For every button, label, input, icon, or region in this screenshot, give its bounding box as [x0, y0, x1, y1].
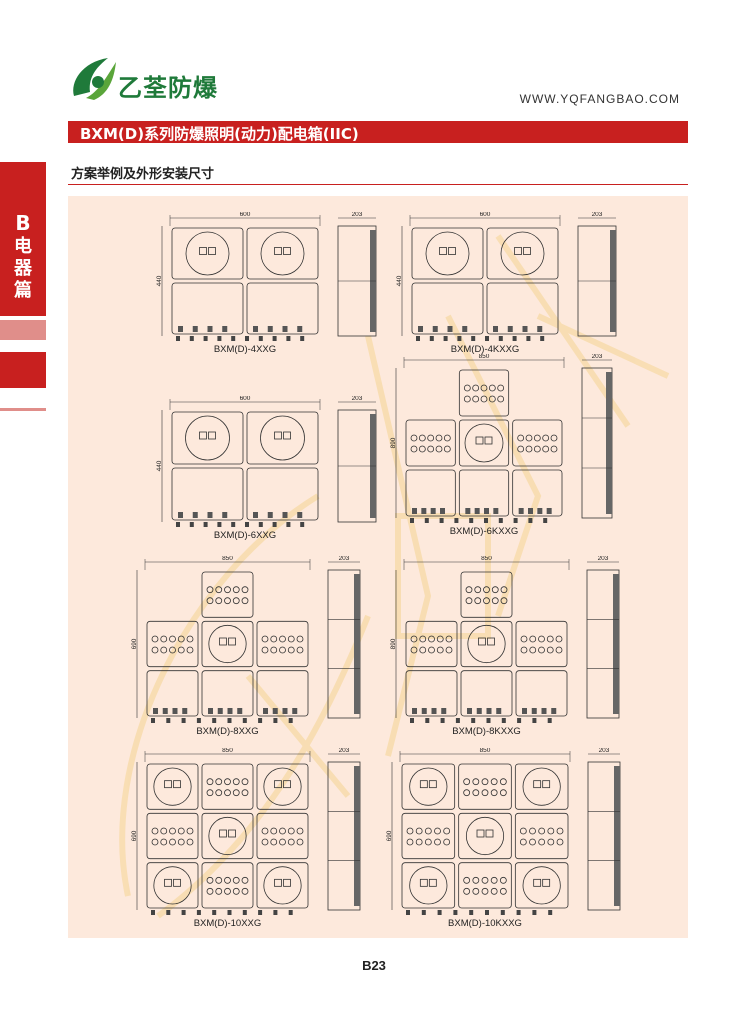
drawing-caption: BXM(D)-4XXG	[213, 344, 277, 355]
side-view	[327, 761, 361, 911]
front-view	[171, 227, 319, 341]
width-dimension: 850	[481, 556, 492, 562]
enclosure-drawing: 850 690 203	[386, 748, 621, 915]
enclosure-drawing: 600 440 203	[156, 212, 377, 341]
drawing-caption: BXM(D)-8KXXG	[452, 726, 521, 737]
height-dimension: 690	[386, 830, 393, 841]
side-view	[581, 367, 613, 519]
side-tab-lower	[0, 352, 46, 388]
width-dimension: 850	[480, 748, 491, 754]
front-view	[401, 763, 569, 915]
width-dimension: 600	[480, 212, 491, 218]
enclosure-drawing: 850 690 203	[131, 556, 361, 723]
front-view	[411, 227, 559, 341]
brand-logo-icon	[73, 58, 116, 100]
front-view	[405, 369, 563, 523]
drawing-caption: BXM(D)-10XXG	[193, 918, 262, 929]
depth-dimension: 203	[352, 212, 363, 218]
depth-dimension: 203	[339, 748, 350, 754]
height-dimension: 440	[156, 460, 163, 471]
enclosure-drawing: 600 440 203	[156, 396, 377, 527]
side-tab-stripe	[0, 320, 46, 340]
depth-dimension: 203	[598, 556, 609, 562]
enclosure-drawing: 600 440 203	[396, 212, 617, 341]
side-tab-line	[0, 408, 46, 411]
drawing-caption: BXM(D)-10KXXG	[448, 918, 522, 929]
drawing-caption: BXM(D)-6KXXG	[449, 526, 519, 537]
side-view	[587, 761, 621, 911]
front-view	[405, 571, 568, 723]
height-dimension: 690	[131, 638, 138, 649]
page-title: BXM(D)系列防爆照明(动力)配电箱(IIC)	[80, 125, 359, 143]
side-tab-letter: B	[15, 211, 31, 235]
website-url[interactable]: WWW.YQFANGBAO.COM	[519, 92, 680, 106]
front-view	[146, 571, 309, 723]
title-bar: BXM(D)系列防爆照明(动力)配电箱(IIC)	[68, 121, 688, 143]
front-view	[146, 763, 309, 915]
height-dimension: 440	[396, 275, 403, 286]
width-dimension: 600	[240, 212, 251, 218]
side-view	[586, 569, 620, 719]
side-tab-label: 电器篇	[14, 236, 32, 301]
drawing-caption: BXM(D)-8XXG	[196, 726, 259, 737]
height-dimension: 890	[390, 437, 397, 448]
brand-name: 乙荃防爆	[118, 74, 218, 102]
height-dimension: 440	[156, 275, 163, 286]
front-view	[171, 411, 319, 527]
side-view	[337, 225, 377, 337]
width-dimension: 850	[222, 748, 233, 754]
enclosure-drawing: 850 890 203	[390, 556, 620, 723]
side-view	[337, 409, 377, 523]
depth-dimension: 203	[592, 354, 603, 360]
width-dimension: 600	[240, 396, 251, 402]
drawing-caption: BXM(D)-6XXG	[213, 530, 277, 541]
width-dimension: 850	[222, 556, 233, 562]
height-dimension: 690	[131, 830, 138, 841]
height-dimension: 890	[390, 638, 397, 649]
side-view	[327, 569, 361, 719]
side-tab: B 电器篇	[0, 162, 46, 412]
depth-dimension: 203	[352, 396, 363, 402]
side-tab-main	[0, 162, 46, 316]
side-view	[577, 225, 617, 337]
section-heading: 方案举例及外形安装尺寸	[71, 167, 215, 182]
enclosure-drawing: 850 690 203	[131, 748, 361, 915]
depth-dimension: 203	[592, 212, 603, 218]
side-tab-text: B 电器篇	[0, 212, 46, 302]
enclosure-drawing: 850 890 203	[390, 354, 613, 523]
depth-dimension: 203	[599, 748, 610, 754]
width-dimension: 850	[479, 354, 490, 360]
depth-dimension: 203	[339, 556, 350, 562]
section-divider	[68, 184, 688, 185]
drawing-panel	[68, 196, 688, 938]
page-number: B23	[362, 958, 386, 973]
drawing-caption: BXM(D)-4KXXG	[450, 344, 520, 355]
